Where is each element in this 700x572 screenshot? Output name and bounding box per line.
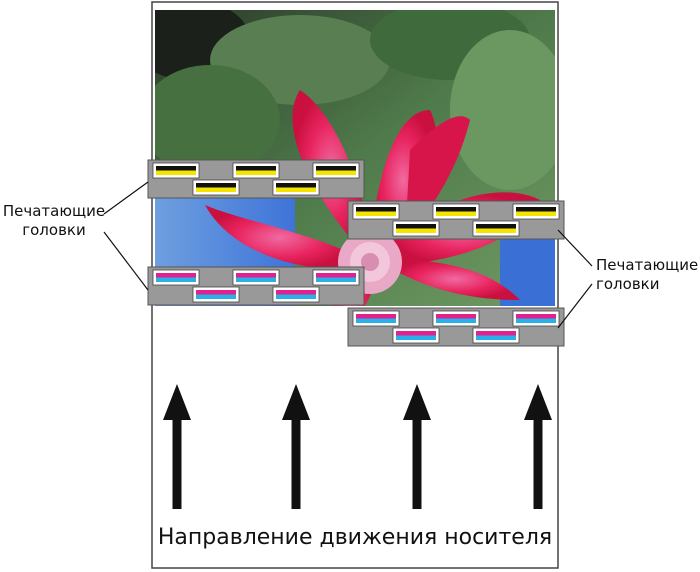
leader-lines bbox=[103, 181, 593, 329]
nozzle-module bbox=[272, 179, 320, 196]
nozzle-module bbox=[152, 162, 200, 179]
magenta-cyan-head-right bbox=[347, 307, 565, 347]
nozzle-module bbox=[352, 203, 400, 220]
nozzle-module bbox=[152, 269, 200, 286]
nozzle-module bbox=[472, 327, 520, 344]
yellow-black-head-left bbox=[147, 159, 365, 199]
nozzle-module bbox=[272, 286, 320, 303]
label-left-line-1: Печатающие bbox=[2, 202, 106, 220]
nozzle-module bbox=[312, 269, 360, 286]
motion-arrows bbox=[163, 384, 552, 509]
nozzle-module bbox=[392, 327, 440, 344]
nozzle-module bbox=[432, 310, 480, 327]
label-right-line-1: Печатающие bbox=[596, 256, 699, 274]
upward-arrow-icon bbox=[524, 384, 552, 509]
nozzle-module bbox=[512, 310, 560, 327]
nozzle-module bbox=[392, 220, 440, 237]
label-right-line-2: головки bbox=[596, 275, 660, 293]
yellow-black-head-right bbox=[347, 200, 565, 240]
pink-flower-photo bbox=[155, 10, 555, 306]
nozzle-module bbox=[512, 203, 560, 220]
nozzle-module bbox=[232, 269, 280, 286]
magenta-cyan-head-left bbox=[147, 266, 365, 306]
nozzle-module bbox=[232, 162, 280, 179]
print-heads-label-right: Печатающие головки bbox=[596, 256, 700, 294]
label-left-line-2: головки bbox=[22, 221, 86, 239]
upward-arrow-icon bbox=[282, 384, 310, 509]
print-heads-label-left: Печатающие головки bbox=[0, 202, 108, 240]
nozzle-module bbox=[192, 286, 240, 303]
nozzle-module bbox=[352, 310, 400, 327]
upward-arrow-icon bbox=[163, 384, 191, 509]
nozzle-module bbox=[192, 179, 240, 196]
nozzle-module bbox=[312, 162, 360, 179]
media-direction-caption: Направление движения носителя bbox=[157, 525, 553, 550]
nozzle-module bbox=[472, 220, 520, 237]
upward-arrow-icon bbox=[403, 384, 431, 509]
nozzle-module bbox=[432, 203, 480, 220]
